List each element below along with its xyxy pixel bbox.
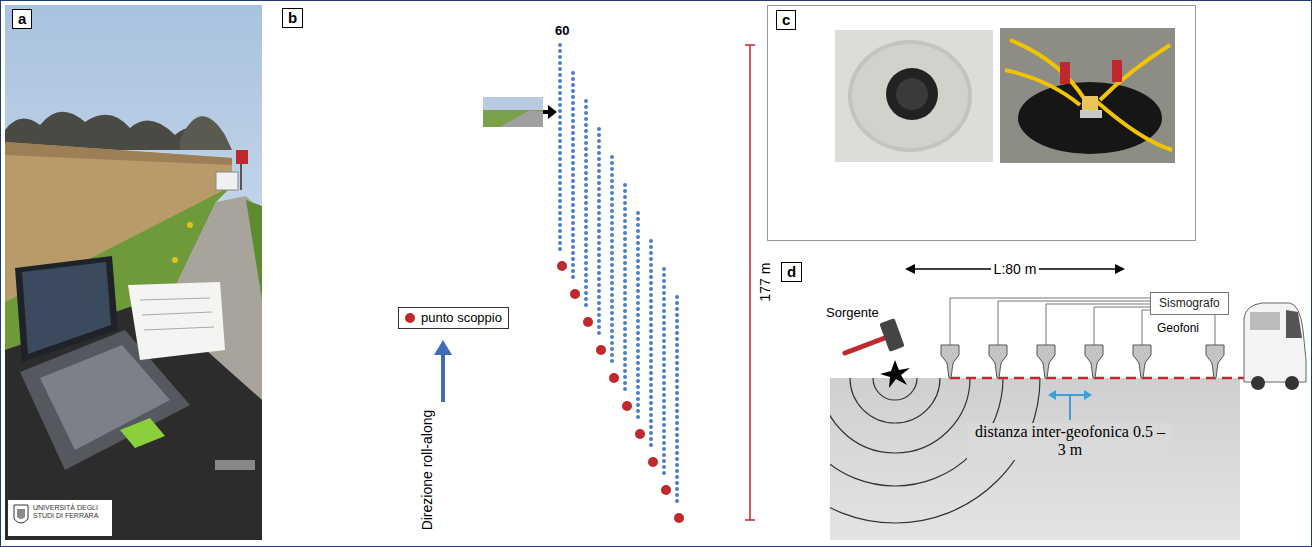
node-text: b: [288, 9, 297, 26]
panel-label: b: [282, 8, 303, 28]
spread-number: 60: [555, 24, 569, 39]
geophones: [941, 345, 1224, 378]
panel-frame: [768, 6, 1196, 241]
dimension-label: 177 m: [757, 263, 773, 302]
geophone-label: Geofoni: [1157, 322, 1199, 336]
length-bar: [745, 45, 755, 520]
shot-point-dot: [405, 313, 415, 323]
node-text: a: [18, 10, 26, 27]
geophone-spreads: [560, 45, 677, 507]
van: [1244, 303, 1306, 390]
legend-box: punto scoppio: [398, 307, 509, 329]
node-text: d: [787, 263, 796, 280]
node-text: Sismografo: [1159, 296, 1220, 310]
panel-label: c: [776, 10, 796, 30]
roll-along-arrow: [434, 340, 452, 402]
source-label: Sorgente: [826, 306, 879, 321]
geophone-photo: [1000, 28, 1175, 163]
ground: [750, 233, 1252, 540]
spacing-label: distanza inter-geofonica 0.5 – 3 m: [967, 423, 1173, 460]
direction-label: Direzione roll-along: [419, 410, 435, 531]
shot-points: [557, 261, 684, 523]
plate-photo: [835, 30, 993, 162]
seismograph-box: Sismografo: [1150, 292, 1229, 315]
node-text: c: [782, 11, 790, 28]
dimension-label: L:80 m: [991, 261, 1040, 277]
logo-text: UNIVERSITÀ DEGLI STUDI DI FERRARA: [33, 504, 109, 520]
node-text: punto scoppio: [421, 310, 502, 325]
hammer-source: [845, 318, 910, 388]
spacing-arrow: [1048, 390, 1092, 420]
inset-photo: [483, 97, 557, 127]
field-photo: [5, 5, 262, 540]
panel-label: a: [12, 9, 32, 29]
panel-label: d: [781, 262, 802, 282]
